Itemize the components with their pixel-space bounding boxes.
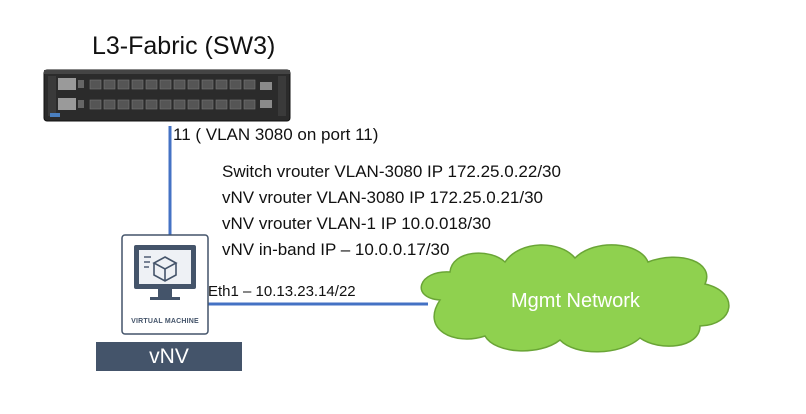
ip-config-line: vNV in-band IP – 10.0.0.17/30 [222,240,450,259]
switch-icon [43,69,291,122]
ip-config-line: Switch vrouter VLAN-3080 IP 172.25.0.22/… [222,162,561,181]
cube-icon [152,256,178,282]
ip-config-line: vNV vrouter VLAN-1 IP 10.0.018/30 [222,214,492,233]
switch-title: L3-Fabric (SW3) [92,32,276,60]
vm-name-label: vNV [96,342,242,371]
ip-config-line: vNV vrouter VLAN-3080 IP 172.25.0.21/30 [222,188,543,207]
cloud-label: Mgmt Network [511,290,640,312]
virtual-machine-icon [121,234,209,335]
cloud-icon [420,244,730,353]
vm-badge-label: VIRTUAL MACHINE [131,318,199,325]
mgmt-link-label: Eth1 – 10.13.23.14/22 [208,283,356,300]
ip-config-list: Switch vrouter VLAN-3080 IP 172.25.0.22/… [222,159,561,263]
uplink-port-label: 11 ( VLAN 3080 on port 11) [173,125,379,144]
